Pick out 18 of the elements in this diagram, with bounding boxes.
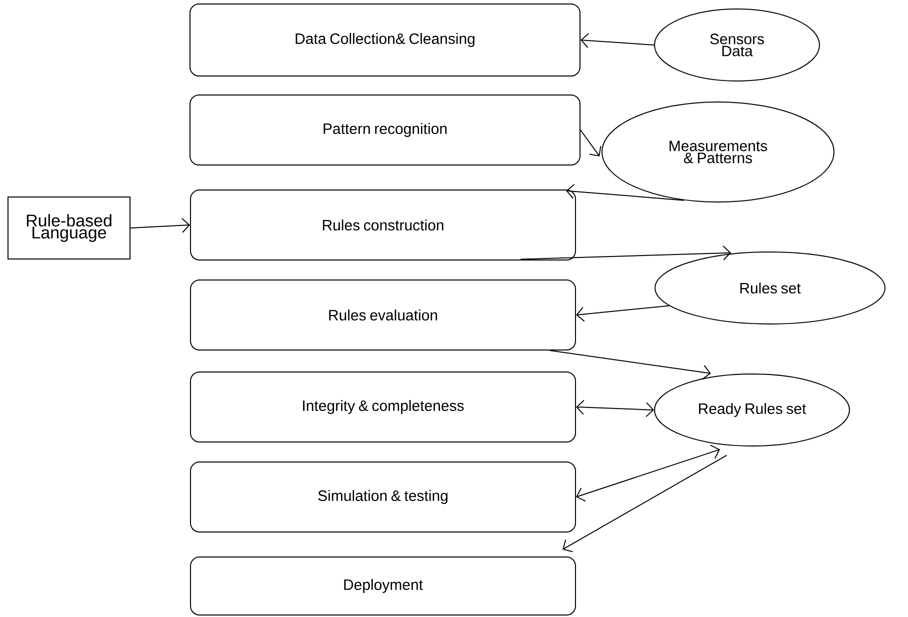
process-box: Integrity & completeness [190, 372, 576, 442]
arrow [576, 444, 720, 502]
arrow [580, 33, 654, 48]
process-box: Rules construction [190, 190, 576, 260]
process-box: Simulation & testing [190, 462, 576, 532]
input-box: Rule-based Language [8, 196, 130, 260]
arrow [566, 184, 685, 201]
process-box: Pattern recognition [190, 94, 580, 166]
arrow [576, 400, 654, 418]
arrow [550, 350, 711, 380]
process-box: Rules evaluation [190, 280, 576, 350]
arrow [130, 218, 190, 233]
process-box: Data Collection& Cleansing [190, 4, 580, 76]
arrow [576, 305, 670, 322]
arrow [580, 130, 602, 156]
arrow [520, 246, 732, 261]
process-box: Deployment [190, 556, 576, 616]
arrow [562, 454, 728, 552]
